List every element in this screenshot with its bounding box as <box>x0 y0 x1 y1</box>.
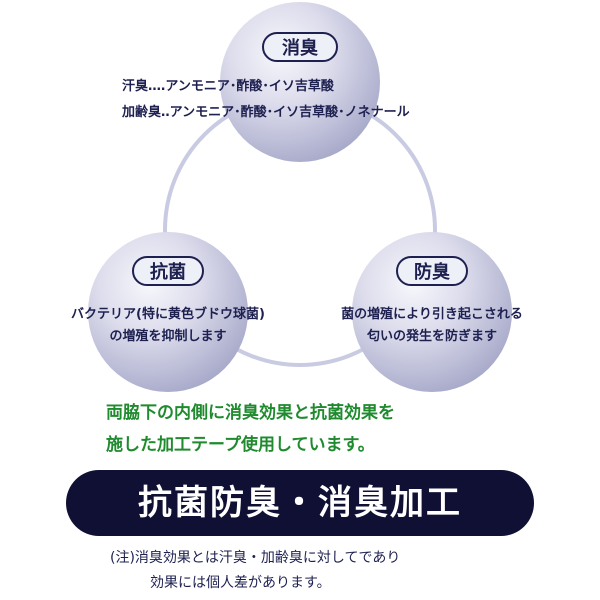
antibacterial-text-2: の増殖を抑制します <box>109 329 227 344</box>
deodorant-circle <box>220 2 380 162</box>
odor-prevention-label: 防臭 <box>396 256 468 286</box>
deodorant-label: 消臭 <box>262 32 338 62</box>
deodorant-sweat-text: 汗臭‥‥アンモニア･酢酸･イソ吉草酸 <box>122 79 334 94</box>
note-line-1: (注)消臭効果とは汗臭・加齢臭に対してであり <box>110 550 401 566</box>
processing-banner: 抗菌防臭・消臭加工 <box>66 470 534 536</box>
note-line-2: 効果には個人差があります。 <box>150 575 331 591</box>
odor-prevention-text-1: 菌の増殖により引き起こされる <box>341 307 523 322</box>
message-line-2: 施した加工テープ使用しています。 <box>106 435 375 455</box>
message-line-1: 両脇下の内側に消臭効果と抗菌効果を <box>106 403 395 423</box>
odor-prevention-text-2: 匂いの発生を防ぎます <box>366 329 497 344</box>
antibacterial-text-1: バクテリア(特に黄色ブドウ球菌) <box>71 307 265 322</box>
antibacterial-label: 抗菌 <box>132 256 204 286</box>
deodorant-aging-text: 加齢臭‥アンモニア･酢酸･イソ吉草酸･ノネナール <box>122 105 410 120</box>
